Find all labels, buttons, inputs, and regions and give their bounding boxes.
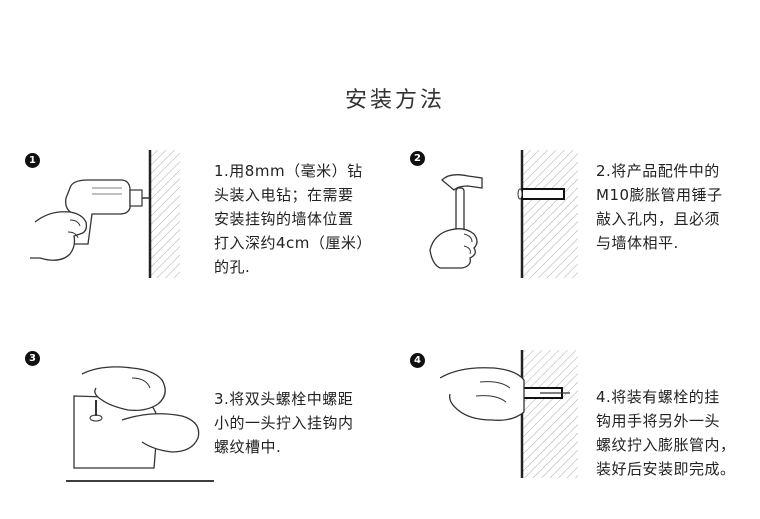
step-1-drill-illustration — [30, 150, 180, 278]
step-4-text: 4.将装有螺栓的挂 钩用手将另外一头 螺纹拧入膨胀管内， 装好后安装即完成。 — [596, 388, 736, 478]
step-3-bolt-illustration — [66, 366, 214, 482]
step-4-badge: 4 — [410, 353, 425, 368]
step-2-text: 2.将产品配件中的 M10膨胀管用锤子 敲入孔内，且必须 与墙体相平. — [596, 162, 723, 252]
step-2-badge: 2 — [410, 151, 425, 166]
step-4-install-illustration — [440, 350, 578, 478]
page-title: 安装方法 — [344, 88, 445, 113]
step-3-badge: 3 — [25, 351, 40, 366]
step-1-badge: 1 — [25, 153, 40, 168]
step-2-hammer-illustration — [429, 150, 578, 278]
step-1-text: 1.用8mm（毫米）钻 头装入电钻；在需要 安装挂钩的墙体位置 打入深约4cm（… — [214, 162, 372, 276]
step-3-text: 3.将双头螺栓中螺距 小的一头拧入挂钩内 螺纹槽中. — [214, 390, 354, 456]
